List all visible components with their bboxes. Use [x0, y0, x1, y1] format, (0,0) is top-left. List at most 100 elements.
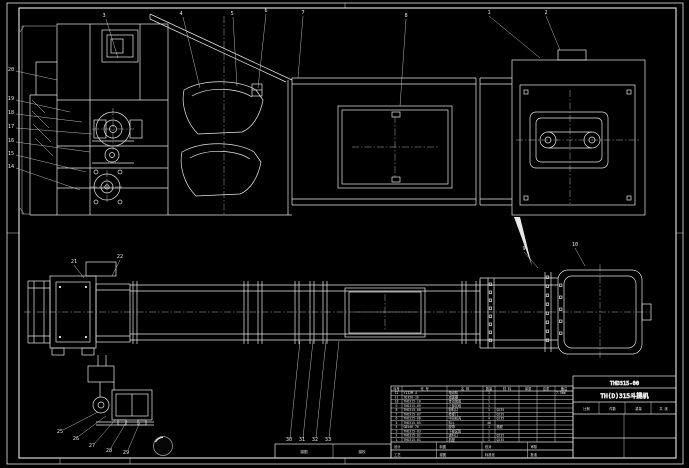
bom-cell: 橡胶	[497, 424, 504, 429]
balloon-left: 19	[8, 96, 14, 102]
bom-cell: 6	[396, 417, 398, 421]
balloon-left: 18	[8, 110, 14, 116]
bom-cell: THD315-07	[404, 412, 421, 416]
balloon-bottom_left: 26	[73, 436, 79, 442]
elevation-view	[15, 13, 646, 266]
bom-cell: 46	[487, 421, 491, 425]
bom-cell: 11	[395, 395, 399, 399]
bom-cell: 3	[396, 429, 398, 433]
signature-label: 制图	[440, 444, 447, 449]
bom-cell: 2	[396, 434, 398, 438]
bom-cell: 4	[488, 417, 490, 421]
bom-cell: 1	[488, 404, 490, 408]
leaders-bottom-center	[289, 340, 340, 439]
middle-casing	[287, 77, 481, 215]
bom-cell: Q235	[497, 412, 505, 416]
stamp-highlight	[154, 436, 164, 443]
bom-header: 备注	[561, 386, 568, 391]
leaders-left	[15, 70, 93, 191]
leaders-bottom-left	[62, 411, 141, 451]
signature-label: 批准	[531, 452, 538, 457]
bom-header: 名 称	[461, 386, 470, 391]
titleblock-field: 件数	[609, 406, 616, 411]
bom-cell: 减速器	[449, 394, 459, 399]
head-section-plan	[479, 264, 652, 358]
balloon-bottom_center: 32	[312, 437, 318, 443]
bom-cell: 检视门	[449, 411, 459, 416]
bom-cell: 传动装置	[449, 399, 462, 404]
balloon-bottom_left: 27	[89, 443, 95, 449]
titleblock-field: 重量	[635, 406, 642, 411]
bom-cell: THD315-03	[404, 429, 421, 433]
bom-cell: 1	[488, 412, 490, 416]
bom-header: 单重	[525, 386, 532, 391]
bom-cell: 上部区段	[449, 403, 463, 408]
balloon-bottom_center: 33	[325, 437, 331, 443]
bom-cell: 7.5kW	[556, 391, 566, 395]
balloon-bottom_center: 31	[299, 437, 305, 443]
balloon-left: 17	[8, 124, 14, 130]
balloon-bottom_left: 25	[57, 429, 63, 435]
bom-cell: THD315-05	[404, 421, 421, 425]
bom-cell: 1	[488, 429, 490, 433]
leaders-top	[105, 13, 561, 107]
trace-box-label: 描校	[358, 449, 366, 454]
balloon-top: 2	[544, 10, 547, 16]
balloon-top: 4	[179, 11, 182, 17]
inspection-door	[337, 105, 453, 189]
bom-cell: 1	[488, 425, 490, 429]
drive-head-section	[480, 49, 646, 266]
bom-cell: Y132M-4	[404, 391, 418, 395]
bom-header: 数量	[486, 386, 493, 391]
bom-cell: 料斗	[449, 420, 455, 425]
signature-label: 设计	[394, 444, 401, 449]
bom-cell: 12	[395, 391, 399, 395]
bom-cell: Q235	[497, 438, 505, 442]
bom-cell: THD315-01	[404, 438, 421, 442]
balloon-top: 8	[404, 13, 407, 19]
bom-cell: 8	[396, 408, 398, 412]
bom-cell: 10	[395, 400, 399, 404]
titleblock-field: 比例	[583, 406, 590, 411]
balloon-plan_top: 22	[117, 254, 123, 260]
bom-cell: 下部区段	[449, 428, 463, 433]
title-block: THD315-00 TH(D)315斗提机	[572, 375, 677, 459]
bom-cell: 7	[396, 412, 398, 416]
bom-cell: 5	[396, 421, 398, 425]
balloon-left: 15	[8, 151, 14, 157]
drive-unit-plan	[51, 347, 154, 426]
logo-stamp	[153, 436, 173, 456]
bom-cell: 9	[396, 404, 398, 408]
balloon-left: 16	[8, 138, 14, 144]
head-section-left	[19, 23, 169, 216]
balloon-between_views: 10	[572, 242, 578, 248]
balloon-left: 14	[8, 164, 14, 170]
trace-boxes	[274, 443, 392, 459]
bom-cell: 电动机	[449, 390, 459, 395]
bom-cell: 4	[396, 425, 398, 429]
inspection-door-plan	[344, 287, 426, 338]
leaders-between-views	[73, 247, 586, 279]
bom-cell: Q235	[497, 417, 505, 421]
bom-cell: 1	[488, 391, 490, 395]
bom-cell: Q235	[497, 408, 505, 412]
section-arrow	[514, 217, 532, 266]
boot-section-plan	[27, 261, 131, 349]
drawing-title: TH(D)315斗提机	[600, 392, 649, 400]
casing-plan	[130, 281, 481, 344]
balloon-bottom_left: 29	[123, 450, 129, 456]
bom-cell: Q235	[497, 434, 505, 438]
signature-label: 描图	[440, 452, 447, 457]
bom-cell: 进料口	[449, 433, 459, 438]
balloon-bottom_left: 28	[106, 448, 112, 454]
bom-header: 代 号	[420, 386, 428, 391]
bom-cell: 胶带	[449, 424, 456, 429]
balloon-top: 3	[102, 13, 105, 19]
balloon-top: 7	[301, 10, 304, 16]
bom-cell: 1	[488, 400, 490, 404]
plan-view	[24, 247, 652, 451]
bom-cell: ZQ350-16	[404, 395, 419, 399]
